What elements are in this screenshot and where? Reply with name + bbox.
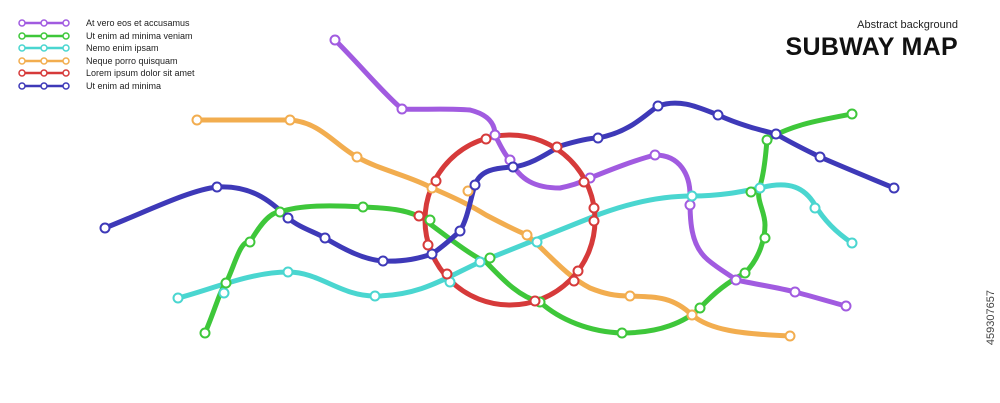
station: [396, 103, 408, 115]
legend-item: Lorem ipsum dolor sit amet: [18, 67, 195, 80]
station: [521, 229, 533, 241]
station: [730, 274, 742, 286]
station: [474, 256, 486, 268]
station: [809, 202, 821, 214]
station: [531, 236, 543, 248]
station: [430, 175, 442, 187]
station: [652, 100, 664, 112]
station: [572, 265, 584, 277]
legend-swatch-green: [18, 32, 70, 40]
legend-label: Lorem ipsum dolor sit amet: [86, 68, 195, 79]
station: [712, 109, 724, 121]
station: [684, 199, 696, 211]
station: [888, 182, 900, 194]
legend: At vero eos et accusamus Ut enim ad mini…: [18, 17, 195, 92]
legend-item: Ut enim ad minima veniam: [18, 30, 195, 43]
station: [282, 266, 294, 278]
station: [319, 232, 331, 244]
subtitle: Abstract background: [857, 19, 958, 31]
legend-label: Ut enim ad minima veniam: [86, 30, 193, 41]
station: [739, 267, 751, 279]
station: [592, 132, 604, 144]
legend-swatch-orange: [18, 57, 70, 65]
legend-item: Neque porro quisquam: [18, 55, 195, 68]
station: [568, 275, 580, 287]
station: [624, 290, 636, 302]
station: [588, 215, 600, 227]
station: [469, 179, 481, 191]
station: [759, 232, 771, 244]
station: [649, 149, 661, 161]
legend-item: Nemo enim ipsam: [18, 42, 195, 55]
subway-line-blue: [102, 100, 897, 264]
station: [784, 330, 796, 342]
station: [426, 248, 438, 260]
legend-label: Nemo enim ipsam: [86, 43, 159, 54]
station: [357, 201, 369, 213]
station: [588, 202, 600, 214]
legend-item: Ut enim ad minima: [18, 80, 195, 93]
station: [351, 151, 363, 163]
station: [191, 114, 203, 126]
station: [754, 182, 766, 194]
station: [840, 300, 852, 312]
station: [529, 295, 541, 307]
station: [218, 287, 230, 299]
subway-line-green: [202, 111, 855, 336]
page-title: SUBWAY MAP: [785, 33, 958, 61]
station: [578, 176, 590, 188]
station: [846, 108, 858, 120]
legend-swatch-red: [18, 69, 70, 77]
station: [172, 292, 184, 304]
subway-line-cyan: [175, 182, 855, 301]
station: [484, 252, 496, 264]
station: [507, 161, 519, 173]
legend-swatch-blue: [18, 82, 70, 90]
station: [274, 206, 286, 218]
station: [745, 186, 757, 198]
legend-item: At vero eos et accusamus: [18, 17, 195, 30]
station: [377, 255, 389, 267]
legend-label: Ut enim ad minima: [86, 80, 162, 91]
legend-swatch-cyan: [18, 44, 70, 52]
station: [413, 210, 425, 222]
station: [422, 239, 434, 251]
station: [199, 327, 211, 339]
station: [211, 181, 223, 193]
station: [329, 34, 341, 46]
station: [99, 222, 111, 234]
station: [454, 225, 466, 237]
station: [369, 290, 381, 302]
station: [462, 185, 474, 197]
legend-label: Neque porro quisquam: [86, 55, 178, 66]
legend-swatch-purple: [18, 19, 70, 27]
station: [694, 302, 706, 314]
station: [686, 190, 698, 202]
station: [424, 214, 436, 226]
station: [686, 309, 698, 321]
legend-label: At vero eos et accusamus: [86, 18, 190, 29]
station: [480, 133, 492, 145]
station: [284, 114, 296, 126]
station: [489, 129, 501, 141]
station: [789, 286, 801, 298]
station: [761, 134, 773, 146]
station: [441, 268, 453, 280]
station: [551, 141, 563, 153]
station: [244, 236, 256, 248]
station: [282, 212, 294, 224]
station: [770, 128, 782, 140]
station: [846, 237, 858, 249]
station: [220, 277, 232, 289]
station: [616, 327, 628, 339]
station: [814, 151, 826, 163]
